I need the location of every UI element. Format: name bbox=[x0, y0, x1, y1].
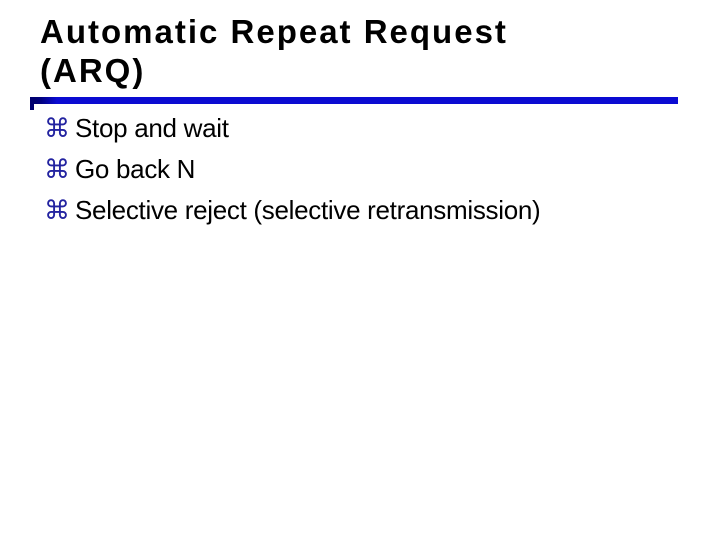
bullet-text: Stop and wait bbox=[75, 113, 229, 143]
command-bullet-icon: ⌘ bbox=[44, 114, 70, 144]
bullet-item: ⌘Stop and wait bbox=[44, 108, 540, 149]
bullet-list: ⌘Stop and wait ⌘Go back N ⌘Selective rej… bbox=[44, 108, 541, 231]
slide-title: Automatic Repeat Request (ARQ) bbox=[40, 12, 508, 90]
slide-title-line-2: (ARQ) bbox=[40, 52, 146, 89]
title-underline-rule bbox=[31, 97, 678, 104]
bullet-item: ⌘Selective reject (selective retransmiss… bbox=[44, 190, 541, 231]
command-bullet-icon: ⌘ bbox=[44, 196, 70, 226]
bullet-text: Selective reject (selective retransmissi… bbox=[75, 195, 541, 225]
bullet-text: Go back N bbox=[75, 154, 196, 184]
title-underline-left-cap bbox=[30, 97, 34, 110]
command-bullet-icon: ⌘ bbox=[44, 155, 70, 185]
slide-title-line-1: Automatic Repeat Request bbox=[40, 13, 508, 50]
bullet-item: ⌘Go back N bbox=[44, 149, 540, 190]
